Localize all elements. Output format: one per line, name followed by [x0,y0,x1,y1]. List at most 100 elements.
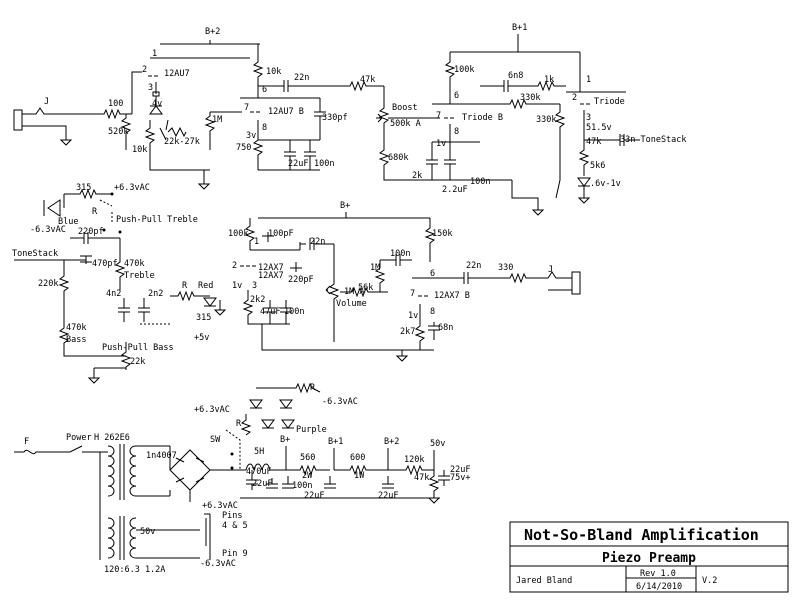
c2n2-label: 2n2 [148,289,163,299]
c22uf-c-label: 22uF [304,491,324,501]
version: V.2 [702,576,717,586]
r315-label: 315 [76,183,91,193]
ground-icon [59,139,73,146]
r330-label: 330 [498,263,513,273]
r47k-c-label: 47k [414,473,429,483]
r1k-label: 1k [544,75,554,85]
c470uf-label: 470uF [246,467,272,477]
r315-b-label: 315 [196,313,211,323]
c470pf-label: 470pf [92,259,118,269]
c220pf-b-label: 220pF [288,275,314,285]
boost-stage: Boost 500k A 680k B+1 100k 6 7 Triode B … [376,23,687,216]
diode-label: 1n4007 [146,451,177,461]
r5k6-label: 5k6 [590,161,605,171]
c100n-c-label: 100n [284,307,304,317]
tube-12au7b-label: 12AU7 B [268,107,304,117]
c22uf-d-label: 22uF [378,491,398,501]
pot1m-label: 1M A [344,287,364,297]
bp2-ps-label: B+2 [384,437,399,447]
bp2-top-label: B+2 [205,27,220,37]
pin3-label-b: 3 [586,113,591,123]
pin1-label: 1 [152,49,157,59]
c22n-c-label: 22n [466,261,481,271]
volume-label: Volume [336,299,367,309]
triode-label: Triode [594,97,625,107]
pin2-label-b: 2 [572,93,577,103]
triode-b-label: Triode B [462,113,503,123]
c220pf-label: 220pf [78,227,104,237]
tube-12ax7-b-label: 12AX7 [258,271,284,281]
pin6-label-a: 6 [262,85,267,95]
revision: Rev 1.0 [640,569,676,579]
input-stage: J 100 520k 1 2 12AU7 3 4v 10k 22k-27k 1M [13,27,384,190]
r1w-label: 1W [354,471,365,481]
v51-label: 51.5v [586,123,612,133]
bass-label: Bass [66,335,86,345]
v50-label: 50v [140,527,155,537]
vac63-b-label: -6.3vAC [30,225,66,235]
c100n-e-label: 100n [292,481,312,491]
r520k-label: 520k [108,127,128,137]
c2u2-label: 2.2uF [442,185,468,195]
bp-mid-label: B+ [340,201,350,211]
sw-label: SW [210,435,221,445]
mains-label: 120:6.3 1.2A [104,565,165,575]
r-label-b: R [182,281,188,291]
v4-label: 4v [152,99,162,109]
jack-out-label: J [548,265,553,275]
ground-icon [531,209,545,216]
r2k7-label: 2k7 [400,327,415,337]
v1-label-c: 1v [408,311,418,321]
c22uf-e-label: 22uF [450,465,470,475]
bp1-ps-label: B+1 [328,437,343,447]
ground-icon [197,183,211,190]
r330k-b-label: 330k [536,115,556,125]
r220k-label: 220k [38,279,58,289]
pins45-label-a: Pins [222,511,242,521]
c100n-d-label: 100n [390,249,410,259]
r150k-label: 150k [432,229,452,239]
input-jack-icon [13,107,70,138]
c100pf-label: 100pF [268,229,294,239]
choke-label: 5H [254,447,264,457]
boost-label: Boost [392,103,418,113]
r100k-b-label: 100k [228,229,248,239]
r470k-b-label: 470k [66,323,86,333]
resistor-icon [70,108,132,120]
ground-icon [213,309,227,316]
r120k-label: 120k [404,455,424,465]
r2k2-label: 2k2 [250,295,265,305]
pin9-label: Pin 9 [222,549,248,559]
c4n2-label: 4n2 [106,289,121,299]
project-name: Piezo Preamp [602,551,696,566]
pin7-label-a: 7 [244,103,249,113]
c100n-b-label: 100n [470,177,490,187]
pin7-label-c: 7 [410,289,415,299]
c22n-b-label: 22n [310,237,325,247]
blue-label: Blue [58,217,78,227]
pp-bass-label: Push-Pull Bass [102,343,174,353]
output-jack-icon [540,271,581,295]
tube-12ax7-label: 12AX7 [258,263,284,273]
vac63-e-label: +6.3vAC [194,405,230,415]
r100-label: 100 [108,99,123,109]
r1m-a-label: 1M [212,115,222,125]
pin7-label-b: 7 [436,111,441,121]
pin8-label-c: 8 [430,307,435,317]
pp-treble-label: Push-Pull Treble [116,215,198,225]
power-label: Power [66,433,92,443]
r2w-label: 2W [302,471,313,481]
r22k-label: 22k [130,357,145,367]
pin3-label-c: 3 [252,281,257,291]
pin1-label-b: 1 [586,75,591,85]
title-block: Not-So-Bland Amplification Piezo Preamp … [509,521,789,593]
fuse-label: F [24,437,29,447]
pin6-label-b: 6 [454,91,459,101]
r1m-b-label: 1M [370,263,380,273]
ground-icon [577,197,591,204]
red-label: Red [198,281,213,291]
vac63-f-label: -6.3vAC [322,397,358,407]
led-v-label: .6v-1v [590,179,621,189]
